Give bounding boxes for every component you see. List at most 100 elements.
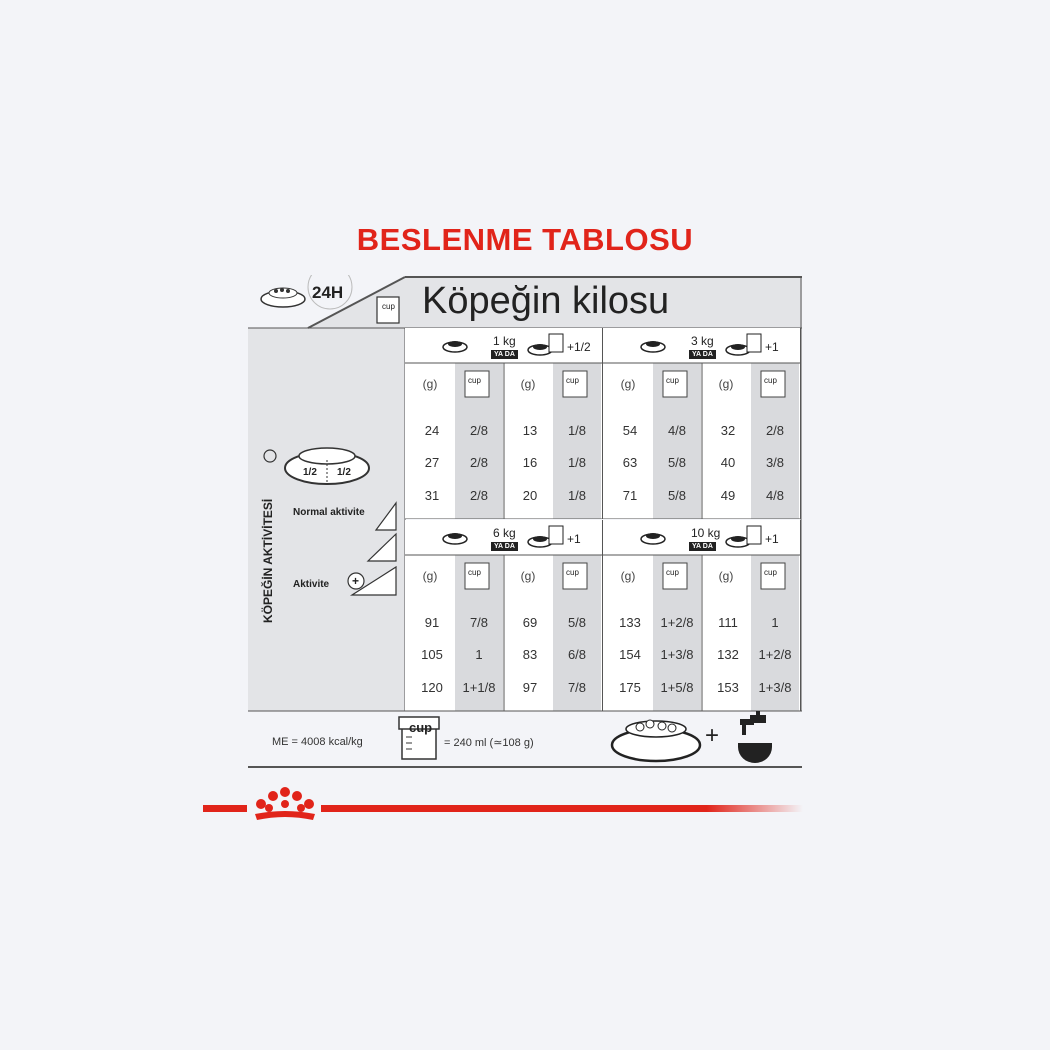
table-cell-dry-cups: 1+5/8 [660, 680, 694, 695]
table-cell-dry-grams: 54 [622, 423, 638, 438]
table-cell-mixed-grams: 13 [522, 423, 538, 438]
wet-food-plus: +1 [765, 340, 779, 354]
table-cell-dry-cups: 1+1/8 [462, 680, 496, 695]
wet-food-plus: +1 [765, 532, 779, 546]
or-badge: YA DA [491, 350, 518, 359]
footer-dish-icon [610, 719, 702, 763]
table-cell-dry-grams: 71 [622, 488, 638, 503]
table-cell-dry-cups: 2/8 [469, 423, 489, 438]
block-grid [603, 328, 801, 519]
normal-activity-label: Normal aktivite [293, 507, 365, 518]
weight-label: 1 kg [493, 334, 516, 348]
weight-blocks: 1 kg YA DA +1/2 (g) cup (g) cup 24 2/8 13 1/8 27 2/8… [405, 328, 801, 711]
table-cell-dry-grams: 154 [619, 647, 641, 662]
table-cell-mixed-grams: 49 [720, 488, 736, 503]
table-cell-mixed-grams: 40 [720, 455, 736, 470]
weight-label: 3 kg [691, 334, 714, 348]
cup-icon: cup [566, 568, 579, 577]
col-header-grams: (g) [718, 377, 734, 391]
brand-footer-bar [203, 787, 803, 820]
table-cell-mixed-cups: 1/8 [567, 488, 587, 503]
table-cell-mixed-cups: 1/8 [567, 455, 587, 470]
hours-label: 24H [312, 283, 344, 302]
weight-label: 6 kg [493, 526, 516, 540]
table-cell-dry-cups: 2/8 [469, 488, 489, 503]
table-cell-mixed-grams: 132 [717, 647, 739, 662]
table-cell-dry-cups: 1+2/8 [660, 615, 694, 630]
wet-food-plus: +1 [567, 532, 581, 546]
table-cell-mixed-cups: 1+2/8 [758, 647, 792, 662]
table-cell-dry-cups: 1+3/8 [660, 647, 694, 662]
table-cell-mixed-cups: 1 [771, 615, 779, 630]
cup-icon: cup [468, 376, 481, 385]
table-cell-dry-grams: 175 [619, 680, 641, 695]
activity-label: Aktivite [293, 579, 330, 590]
cup-icon: cup [468, 568, 481, 577]
crown-logo-icon [255, 787, 315, 820]
table-cell-mixed-grams: 83 [522, 647, 538, 662]
block-grid [603, 520, 801, 711]
table-cell-dry-cups: 7/8 [469, 615, 489, 630]
table-cell-mixed-grams: 69 [522, 615, 538, 630]
or-badge: YA DA [491, 542, 518, 551]
footer-cup-label: cup [409, 720, 433, 735]
or-badge: YA DA [689, 350, 716, 359]
table-cell-mixed-cups: 3/8 [765, 455, 785, 470]
water-tap-icon [738, 711, 772, 763]
col-header-grams: (g) [620, 377, 636, 391]
table-cell-dry-cups: 5/8 [667, 488, 687, 503]
block-grid [405, 328, 603, 519]
half-label-1: 1/2 [303, 467, 317, 478]
wet-food-plus: +1/2 [567, 340, 591, 354]
table-cell-dry-grams: 24 [424, 423, 440, 438]
table-cell-mixed-cups: 1/8 [567, 423, 587, 438]
table-cell-dry-cups: 4/8 [667, 423, 687, 438]
table-cell-mixed-grams: 111 [718, 615, 738, 630]
col-header-grams: (g) [422, 377, 438, 391]
footer-cup-icon [398, 716, 440, 760]
table-cell-dry-cups: 2/8 [469, 455, 489, 470]
col-header-grams: (g) [718, 569, 734, 583]
page-title: BESLENME TABLOSU [356, 222, 694, 257]
header-cup-icon: cup [382, 302, 395, 311]
table-cell-mixed-grams: 16 [522, 455, 538, 470]
table-cell-dry-grams: 31 [424, 488, 440, 503]
half-label-2: 1/2 [337, 467, 351, 478]
cup-icon: cup [666, 568, 679, 577]
table-cell-mixed-cups: 4/8 [765, 488, 785, 503]
table-cell-dry-grams: 105 [421, 647, 443, 662]
col-header-grams: (g) [422, 569, 438, 583]
col-header-grams: (g) [520, 569, 536, 583]
table-cell-mixed-cups: 1+3/8 [758, 680, 792, 695]
table-cell-mixed-cups: 2/8 [765, 423, 785, 438]
table-cell-dry-cups: 5/8 [667, 455, 687, 470]
or-badge: YA DA [689, 542, 716, 551]
table-cell-dry-grams: 133 [619, 615, 641, 630]
table-cell-mixed-grams: 153 [717, 680, 739, 695]
footer-plus: + [705, 722, 720, 749]
table-cell-mixed-cups: 5/8 [567, 615, 587, 630]
weight-title: Köpeğin kilosu [422, 280, 670, 322]
table-cell-mixed-grams: 20 [522, 488, 538, 503]
cup-icon: cup [764, 568, 777, 577]
block-grid [405, 520, 603, 711]
table-cell-dry-grams: 120 [421, 680, 443, 695]
weight-label: 10 kg [691, 526, 721, 540]
table-cell-dry-grams: 63 [622, 455, 638, 470]
table-cell-dry-grams: 91 [424, 615, 440, 630]
cup-equivalent-label: = 240 ml (≃108 g) [444, 737, 534, 749]
table-cell-dry-cups: 1 [475, 647, 483, 662]
col-header-grams: (g) [620, 569, 636, 583]
energy-label: ME = 4008 kcal/kg [272, 736, 363, 748]
cup-icon: cup [566, 376, 579, 385]
table-cell-mixed-grams: 97 [522, 680, 538, 695]
cup-icon: cup [666, 376, 679, 385]
svg-text:+: + [352, 574, 359, 588]
dog-activity-vertical-label: KÖPEĞİN AKTİVİTESİ [261, 498, 275, 623]
table-cell-dry-grams: 27 [424, 455, 440, 470]
table-cell-mixed-cups: 7/8 [567, 680, 587, 695]
